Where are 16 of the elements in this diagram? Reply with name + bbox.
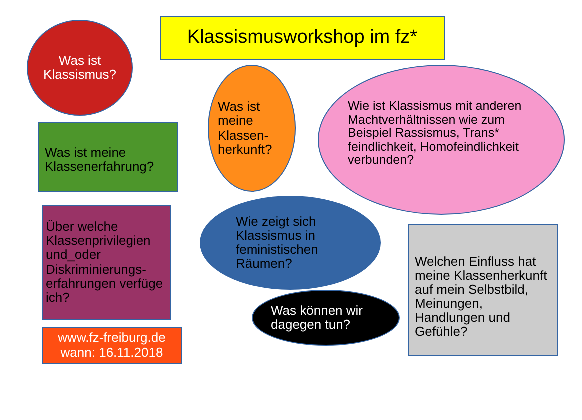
date-text: wann: 16.11.2018 bbox=[60, 346, 164, 360]
question-text: Welchen Einfluss hat meine Klassenherkunft auf mein Selbstbild, Meinungen, Handlungen und Gefühle? bbox=[415, 254, 548, 340]
question-text: Was ist Klassismus? bbox=[42, 54, 118, 82]
question-text: Was können wir dagegen tun? bbox=[271, 304, 364, 332]
question-text: Wie zeigt sich Klassismus in feministischen Räumen? bbox=[236, 214, 320, 272]
title-banner bbox=[160, 16, 445, 60]
question-box bbox=[408, 224, 558, 356]
question-text: Was ist meine Klassenerfahrung? bbox=[45, 146, 156, 174]
question-box bbox=[38, 122, 178, 192]
title-text: Klassismusworkshop im fz* bbox=[187, 28, 418, 48]
info-box bbox=[42, 327, 182, 364]
question-box bbox=[42, 205, 171, 320]
question-text: Wie ist Klassismus mit anderen Machtverhältnissen wie zum Beispiel Rassismus, Trans* feindlichkeit, Homofeindlichkeit verbunden? bbox=[348, 100, 523, 168]
question-text: Was ist meine Klassen-herkunft? bbox=[218, 100, 274, 157]
web-address: www.fz-freiburg.de bbox=[58, 331, 166, 346]
question-text: Über welche Klassenprivilegien und_oder Diskriminierungs-erfahrungen verfüge ich? bbox=[46, 220, 164, 305]
